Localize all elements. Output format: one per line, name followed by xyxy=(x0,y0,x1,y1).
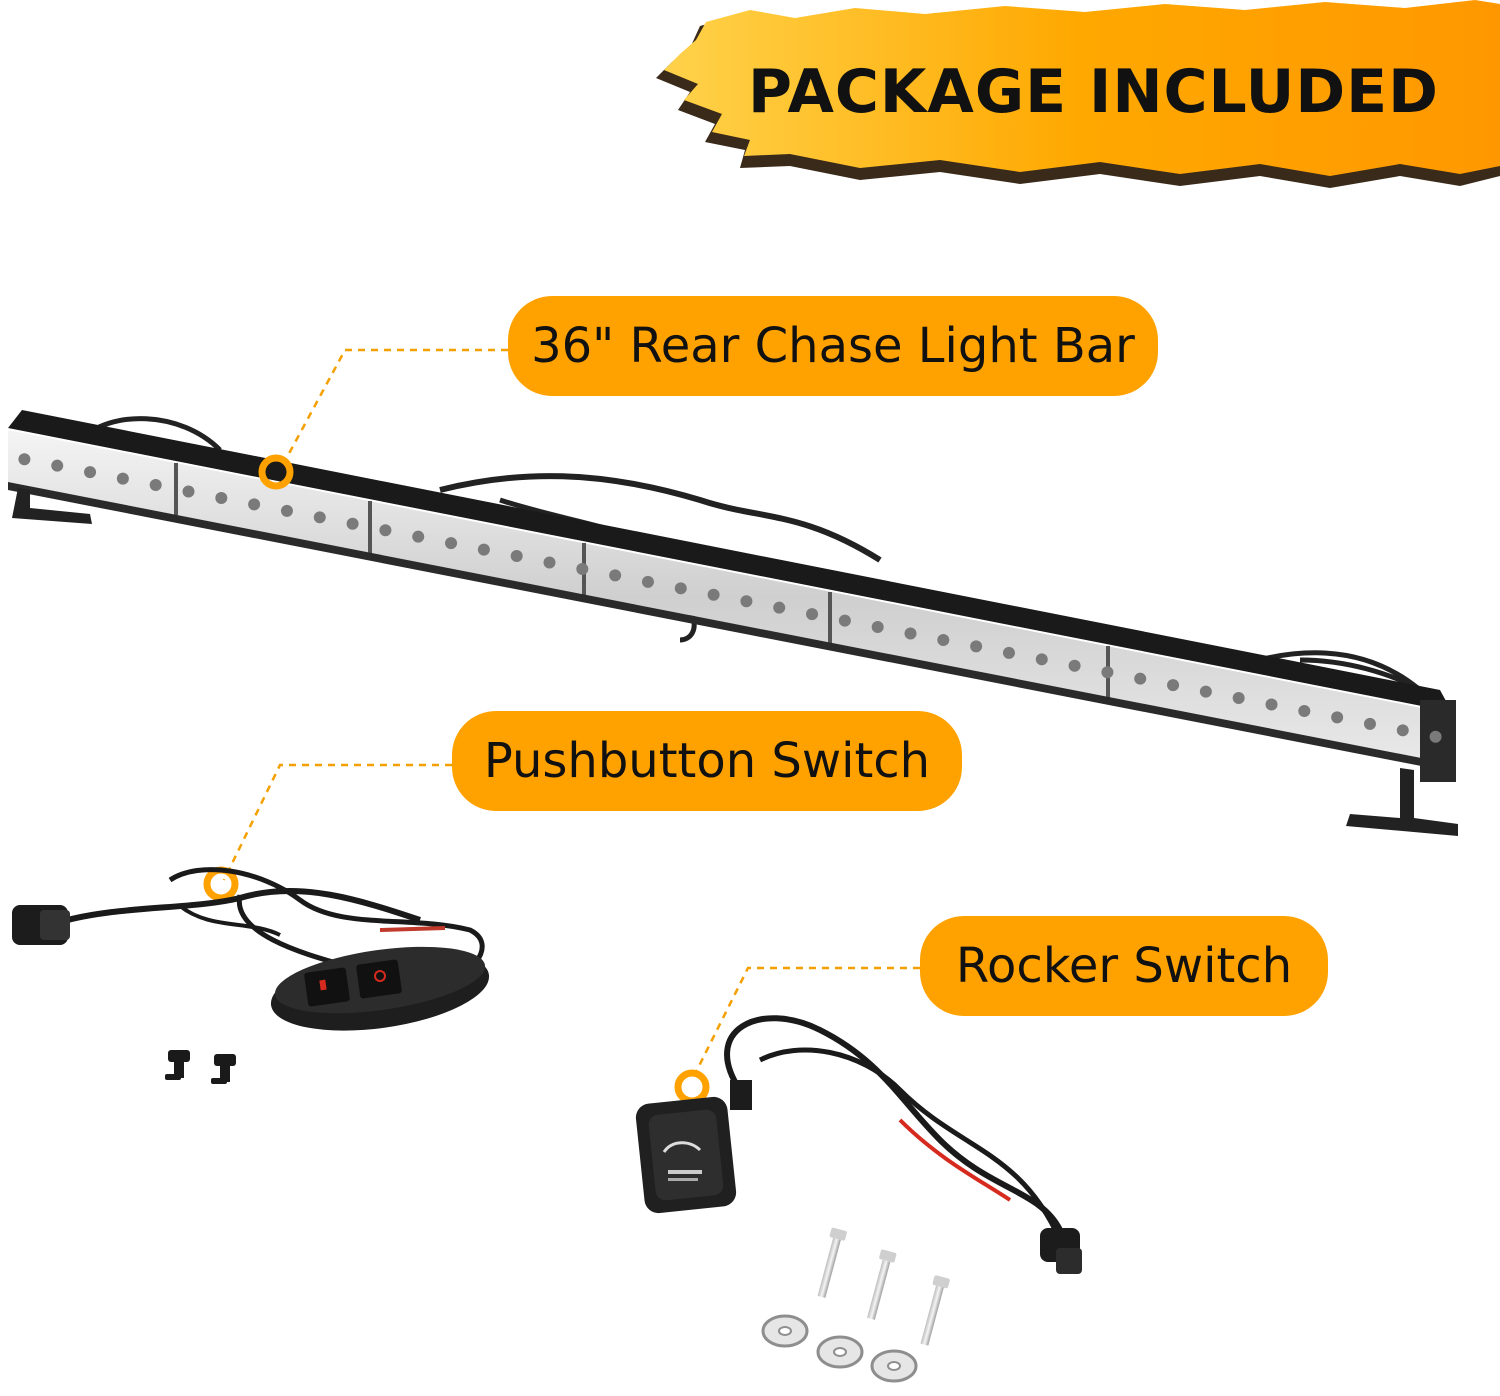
led-dot xyxy=(280,504,293,517)
led-dot xyxy=(1101,666,1114,679)
led-dot xyxy=(182,485,195,498)
led-dot xyxy=(1002,646,1015,659)
light-bar-icon xyxy=(8,410,1458,836)
package-included-title: PACKAGE INCLUDED xyxy=(748,57,1439,127)
led-dot xyxy=(806,608,819,621)
led-dot xyxy=(379,524,392,537)
led-dot xyxy=(970,640,983,653)
led-dot xyxy=(707,588,720,601)
washers-icon xyxy=(761,1314,918,1383)
rocker-switch-label: Rocker Switch xyxy=(920,916,1328,1016)
package-banner-shape xyxy=(656,0,1500,188)
led-dot xyxy=(412,530,425,543)
rocker-switch-icon xyxy=(635,1015,1082,1274)
led-dot xyxy=(477,543,490,556)
led-dot xyxy=(313,511,326,524)
pushbutton-screws-icon xyxy=(165,1050,236,1084)
led-dot xyxy=(1363,717,1376,730)
led-dot xyxy=(773,601,786,614)
led-modules xyxy=(18,453,1442,743)
led-dot xyxy=(1199,685,1212,698)
led-dot xyxy=(543,556,556,569)
led-dot xyxy=(838,614,851,627)
led-dot xyxy=(215,491,228,504)
led-dot xyxy=(937,633,950,646)
led-dot xyxy=(445,537,458,550)
led-dot xyxy=(1396,724,1409,737)
led-dot xyxy=(510,550,523,563)
led-dot xyxy=(18,453,31,466)
led-dot xyxy=(1232,692,1245,705)
led-dot xyxy=(51,459,64,472)
led-dot xyxy=(871,621,884,634)
led-dot xyxy=(740,595,753,608)
led-dot xyxy=(1035,653,1048,666)
led-dot xyxy=(1265,698,1278,711)
led-dot xyxy=(576,562,589,575)
light-bar-label: 36" Rear Chase Light Bar xyxy=(508,296,1158,396)
led-dot xyxy=(116,472,129,485)
led-dot xyxy=(1167,679,1180,692)
led-dot xyxy=(149,479,162,492)
led-dot xyxy=(674,582,687,595)
led-dot xyxy=(1068,659,1081,672)
led-dot xyxy=(609,569,622,582)
led-dot xyxy=(1331,711,1344,724)
led-dot xyxy=(904,627,917,640)
leader-lines xyxy=(222,348,920,1081)
led-dot xyxy=(641,575,654,588)
led-dot xyxy=(248,498,261,511)
led-dot xyxy=(1429,730,1442,743)
pushbutton-switch-icon xyxy=(12,867,490,1031)
led-dot xyxy=(1134,672,1147,685)
led-dot xyxy=(346,517,359,530)
pushbutton-switch-label: Pushbutton Switch xyxy=(452,711,962,811)
led-dot xyxy=(1298,704,1311,717)
mounting-screws-icon xyxy=(817,1227,950,1346)
led-dot xyxy=(84,466,97,479)
